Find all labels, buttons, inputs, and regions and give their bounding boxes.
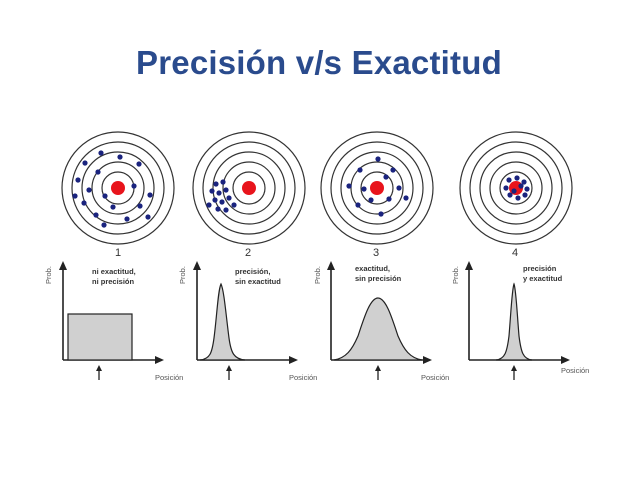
panel-1-ylabel: Prob.: [44, 266, 53, 284]
target-1-bullseye: [111, 181, 125, 195]
panel-4-y-arrow: [465, 261, 473, 270]
target-2-bullseye: [242, 181, 256, 195]
target-1: [61, 131, 175, 245]
target-1-hits: [72, 150, 153, 228]
panel-1-number: 1: [115, 247, 121, 259]
panel-4-x-arrow: [561, 356, 570, 364]
panel-4-caption-line2: y exactitud: [523, 274, 563, 283]
target-3-bullseye: [370, 181, 384, 195]
panel-3-x-arrow: [423, 356, 432, 364]
target-3-hits: [346, 156, 409, 217]
panel-2: 2 precisión, sin exactitud Prob. Posició…: [178, 131, 317, 382]
panel-3-ylabel: Prob.: [313, 266, 322, 284]
target-4: [459, 131, 573, 245]
panel-1-xlabel: Posición: [155, 373, 183, 382]
panel-4-distribution: [495, 282, 533, 361]
panel-3-caption-line1: exactitud,: [355, 264, 390, 273]
panel-2-ylabel: Prob.: [178, 266, 187, 284]
panel-1-caption-line1: ni exactitud,: [92, 267, 136, 276]
panel-3-number: 3: [373, 247, 379, 259]
panel-4-caption-line1: precisión: [523, 264, 557, 273]
panel-3-xlabel: Posición: [421, 373, 449, 382]
target-4-hits: [503, 175, 530, 201]
slide-title: Precisión v/s Exactitud: [136, 44, 502, 81]
target-3: [320, 131, 434, 245]
panel-2-x-arrow: [289, 356, 298, 364]
panel-4-ylabel: Prob.: [451, 266, 460, 284]
panel-3-marker-head: [375, 365, 381, 371]
panel-1-distribution: [67, 313, 133, 361]
panel-4-marker-head: [511, 365, 517, 371]
panel-1-x-arrow: [155, 356, 164, 364]
target-2: [192, 131, 306, 245]
panel-2-marker-head: [226, 365, 232, 371]
panel-2-distribution: [199, 282, 246, 361]
target-2-hits: [206, 179, 237, 213]
panel-2-caption-line1: precisión,: [235, 267, 270, 276]
panel-3-caption-line2: sin precisión: [355, 274, 402, 283]
panel-1-y-arrow: [59, 261, 67, 270]
panel-1-caption-line2: ni precisión: [92, 277, 135, 286]
panel-4-xlabel: Posición: [561, 366, 589, 375]
panel-2-y-arrow: [193, 261, 201, 270]
panel-2-caption-line2: sin exactitud: [235, 277, 281, 286]
panel-2-number: 2: [245, 247, 251, 259]
panel-3: 3 exactitud, sin precisión Prob. Posició…: [313, 131, 449, 382]
panel-1-marker-head: [96, 365, 102, 371]
panel-3-distribution: [333, 297, 423, 361]
panel-4-number: 4: [512, 247, 518, 259]
panel-1: 1 ni exactitud, ni precisión Prob. Posic…: [44, 131, 183, 382]
panel-3-y-arrow: [327, 261, 335, 270]
panel-2-xlabel: Posición: [289, 373, 317, 382]
panel-4: 4 precisión y exactitud Prob. Posición: [451, 131, 589, 380]
